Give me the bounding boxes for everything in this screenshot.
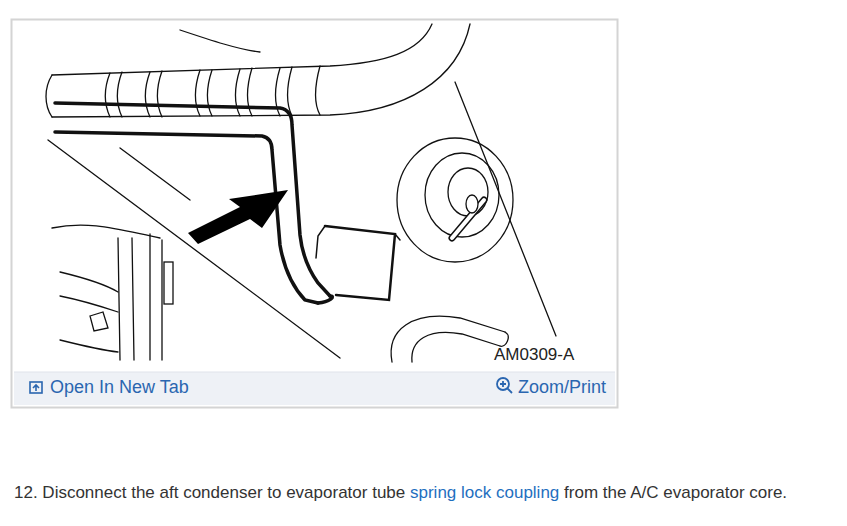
line-drawing: [397, 138, 513, 262]
zoom-icon: [497, 378, 512, 393]
step-text: from the A/C evaporator core.: [564, 483, 787, 502]
figure-frame: [12, 20, 618, 408]
toolbar-link: Open In New Tab: [50, 377, 189, 399]
line-drawing: [90, 312, 108, 331]
pointer-arrow: [188, 190, 288, 244]
line-drawing: [55, 103, 332, 303]
line-drawing: [60, 340, 118, 352]
line-drawing: [500, 332, 508, 346]
line-drawing: [325, 226, 395, 300]
open-tab-icon: [30, 382, 42, 393]
term-link: spring lock coupling: [410, 483, 559, 502]
line-drawing: [391, 316, 505, 362]
open-tab-icon: [33, 385, 39, 391]
hose-ribs: [106, 72, 123, 117]
line-drawing: [466, 195, 478, 213]
line-drawing: [46, 24, 556, 362]
line-drawing: [46, 75, 52, 117]
figure-frame: [12, 20, 618, 408]
zoom-icon: [500, 381, 512, 393]
line-drawing: [455, 82, 556, 336]
hose-ribs: [106, 66, 321, 117]
hose-ribs: [146, 71, 163, 117]
line-drawing: [120, 148, 190, 200]
figure-code: AM0309-A: [494, 345, 574, 365]
line-drawing: [60, 296, 118, 312]
line-drawing: [180, 30, 260, 52]
pointer-arrow: [188, 190, 288, 244]
open-tab-icon: [30, 382, 42, 393]
line-drawing: [52, 225, 160, 238]
line-drawing: [412, 332, 500, 362]
line-drawing: [48, 140, 340, 358]
toolbar-link: Zoom/Print: [518, 377, 606, 399]
step-text: 12. Disconnect the aft condenser to evap…: [14, 483, 405, 502]
figure-frame: [14, 372, 615, 373]
hose-ribs: [316, 66, 321, 115]
line-drawing: [425, 153, 499, 237]
line-drawing: [60, 272, 118, 292]
line-drawing: [164, 262, 173, 304]
line-drawing: [448, 168, 488, 216]
line-drawing: [316, 226, 400, 258]
line-drawing: [118, 234, 162, 360]
instruction-step: 12. Disconnect the aft condenser to evap…: [14, 482, 839, 504]
line-drawing: [55, 132, 318, 303]
line-drawing: [52, 24, 432, 75]
line-drawing: [318, 296, 332, 303]
hose-ribs: [196, 70, 213, 116]
figure-frame: [14, 372, 615, 405]
